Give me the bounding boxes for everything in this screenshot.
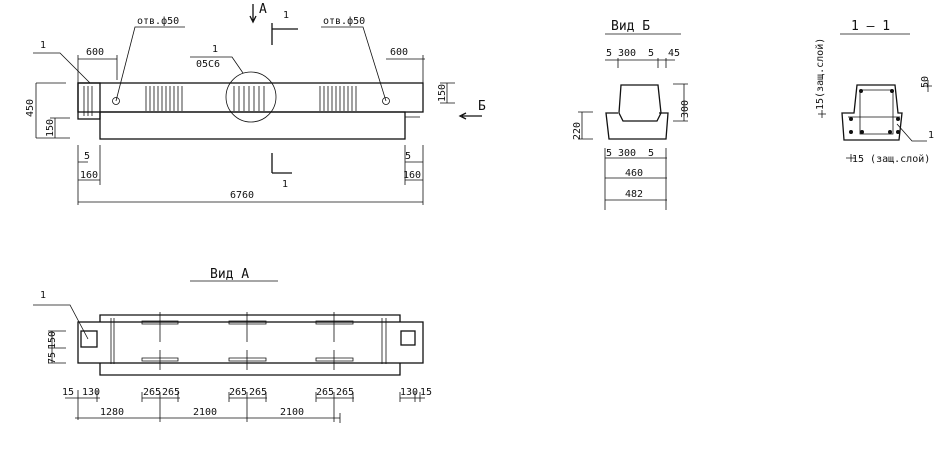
dim-2100: 2100: [280, 407, 304, 418]
view-a-arrow-icon: [249, 4, 257, 24]
dim-600-left: 600: [86, 47, 104, 58]
cover-vertical: 15(защ.слой): [814, 38, 826, 110]
dim-5-right: 5: [405, 151, 411, 162]
section-title: 1 — 1: [851, 19, 890, 34]
hole-label-left: отв.ф50: [137, 15, 179, 27]
view-a-body: [77, 321, 424, 364]
view-b-arrow-icon: [458, 112, 482, 120]
position-label: 1: [40, 290, 46, 301]
dim: 265: [249, 387, 267, 398]
dim-75: 75: [47, 352, 58, 364]
dim: 5: [606, 48, 612, 59]
dim: 45: [668, 48, 680, 59]
dim-50: 50: [920, 76, 931, 88]
detail-circle: [225, 71, 277, 123]
section-leaders: [818, 80, 932, 162]
dim: 15: [62, 387, 74, 398]
dim: 265: [229, 387, 247, 398]
view-b-title: Вид Б: [611, 19, 650, 34]
view-a-flanges: [99, 314, 401, 376]
hole-left: [112, 97, 120, 105]
dim: 265: [162, 387, 180, 398]
section-cut-marks: [271, 23, 298, 174]
position-label: 1: [928, 130, 934, 141]
dim: 265: [316, 387, 334, 398]
view-a-dimensions: [48, 330, 425, 423]
dim: 5: [606, 148, 612, 159]
dim: 300: [618, 148, 636, 159]
view-b-dimensions: [578, 58, 688, 210]
view-a-marker: A: [259, 2, 267, 17]
dimension-lines: [35, 55, 455, 205]
beam-lower-body: [99, 111, 406, 140]
dim-150: 150: [47, 331, 58, 349]
leaders: [33, 26, 387, 102]
section-shape: [841, 84, 903, 141]
dim-460: 460: [625, 168, 643, 179]
dim: 5: [648, 48, 654, 59]
position-label: 1: [40, 40, 46, 51]
reinforcement: [848, 89, 900, 135]
view-a-details: [33, 304, 387, 370]
view-b: Вид Б 5 300 5 45 300 220 5 300 5 460 482: [572, 19, 691, 210]
cover-horizontal: 15 (защ.слой): [852, 153, 930, 165]
dim-220: 220: [572, 122, 583, 140]
dim: 130: [400, 387, 418, 398]
dim-total: 6760: [230, 190, 254, 201]
dim-482: 482: [625, 189, 643, 200]
section-mark-bottom: 1: [282, 179, 288, 190]
dim: 265: [336, 387, 354, 398]
dim: 15: [420, 387, 432, 398]
beam-upper-body: [77, 82, 424, 113]
section-1-1: 1 — 1 15(защ.слой) 50 1 15 (защ.слой): [814, 19, 934, 165]
hole-right: [382, 97, 390, 105]
dim: 300: [618, 48, 636, 59]
dim-150-right: 150: [437, 84, 448, 102]
dim-600-right: 600: [390, 47, 408, 58]
square-hole-left: [80, 330, 98, 348]
square-hole-right: [400, 330, 416, 346]
view-b-marker: Б: [478, 99, 486, 114]
stirrups: [145, 86, 357, 111]
dim-160-left: 160: [80, 170, 98, 181]
dim: 130: [82, 387, 100, 398]
rebar-dots: [849, 89, 900, 134]
dim: 5: [648, 148, 654, 159]
dim-5-left: 5: [84, 151, 90, 162]
dim-300: 300: [680, 100, 691, 118]
end-detail: [80, 86, 420, 120]
beam-elevation: отв.ф50 отв.ф50 1 1 05С6 A 1 1 Б 600 600…: [25, 2, 486, 205]
dim-2100: 2100: [193, 407, 217, 418]
view-a: Вид А 1 150 75 15 130 265 265 265 265 26…: [33, 267, 432, 423]
hole-label-right: отв.ф50: [323, 15, 365, 27]
view-a-title: Вид А: [210, 267, 249, 282]
dim-1280: 1280: [100, 407, 124, 418]
view-b-shape: [605, 84, 669, 140]
dim-160-right: 160: [403, 170, 421, 181]
section-mark-top: 1: [283, 10, 289, 21]
callout-code: 05С6: [196, 59, 220, 70]
dim-150-left: 150: [45, 119, 56, 137]
dim: 265: [143, 387, 161, 398]
callout-number: 1: [212, 44, 218, 55]
dim-450: 450: [25, 99, 36, 117]
beam-left-end: [77, 82, 101, 120]
